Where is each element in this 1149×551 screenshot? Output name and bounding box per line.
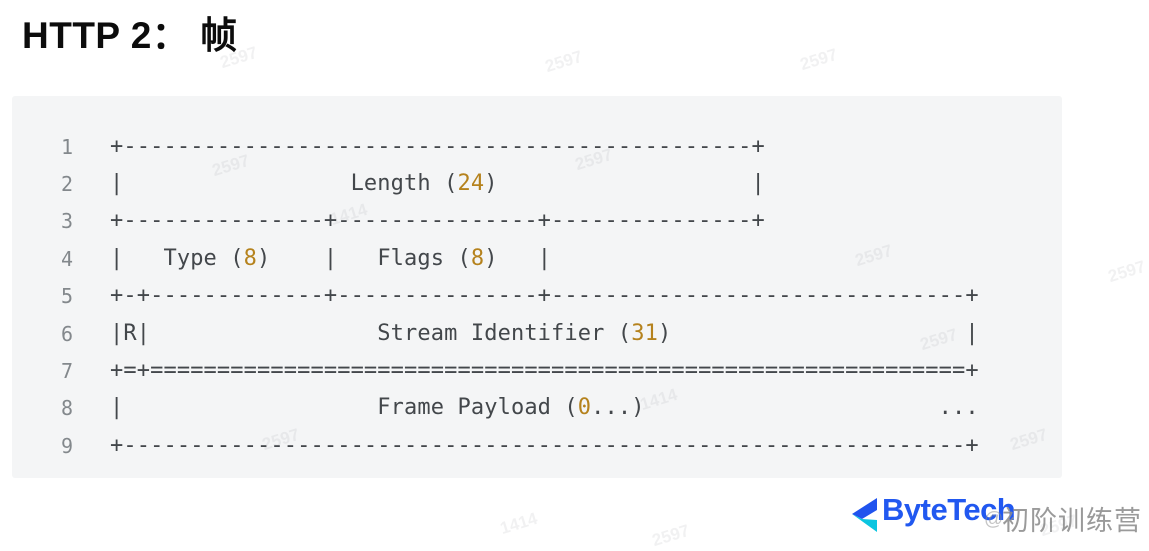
code-row: 1 +--------------------------------------… (12, 128, 1062, 165)
code-row: 2 | Length (24) | (12, 165, 1062, 202)
code-row: 7 +=+====================================… (12, 352, 1062, 389)
line-number: 7 (60, 359, 73, 384)
code-block: 1 +--------------------------------------… (12, 96, 1062, 478)
line-number: 8 (60, 396, 73, 421)
line-number: 1 (60, 134, 73, 159)
line-number: 3 (60, 209, 73, 234)
code-line: |R| Stream Identifier (31) | (110, 320, 979, 346)
code-row: 5 +-+-------------+---------------+------… (12, 278, 1062, 315)
bytetech-logo-icon (852, 498, 877, 532)
diagonal-watermark: 2597 (1105, 256, 1148, 287)
code-line: | Frame Payload (0...) ... (110, 395, 979, 421)
watermark-at-sign: @ (984, 509, 1004, 530)
code-line: | Type (8) | Flags (8) | (110, 245, 552, 271)
page-title: HTTP 2： 帧 (22, 15, 238, 56)
line-number: 5 (60, 284, 73, 309)
code-line: +---------------+---------------+-------… (110, 208, 765, 234)
diagonal-watermark: 2597 (797, 44, 840, 75)
diagonal-watermark: 1414 (497, 508, 540, 539)
code-row: 4 | Type (8) | Flags (8) | (12, 240, 1062, 277)
line-number: 9 (60, 433, 73, 458)
code-block-lines: 1 +--------------------------------------… (12, 128, 1062, 465)
watermark-training-camp: 初阶训练营 (1002, 506, 1142, 536)
diagonal-watermark: 2597 (649, 520, 692, 551)
code-row: 9 +--------------------------------------… (12, 427, 1062, 464)
code-line: +---------------------------------------… (110, 133, 765, 159)
code-row: 8 | Frame Payload (0...) ... (12, 390, 1062, 427)
code-line: +=+=====================================… (110, 358, 979, 384)
line-number: 6 (60, 321, 73, 346)
code-row: 3 +---------------+---------------+------… (12, 203, 1062, 240)
code-line: +-+-------------+---------------+-------… (110, 283, 979, 309)
code-line: +---------------------------------------… (110, 432, 979, 458)
line-number: 2 (60, 172, 73, 197)
brand-text: ByteTech (882, 492, 1016, 527)
line-number: 4 (60, 246, 73, 271)
diagonal-watermark: 2597 (542, 46, 585, 77)
code-line: | Length (24) | (110, 171, 765, 197)
code-row: 6 |R| Stream Identifier (31) | (12, 315, 1062, 352)
